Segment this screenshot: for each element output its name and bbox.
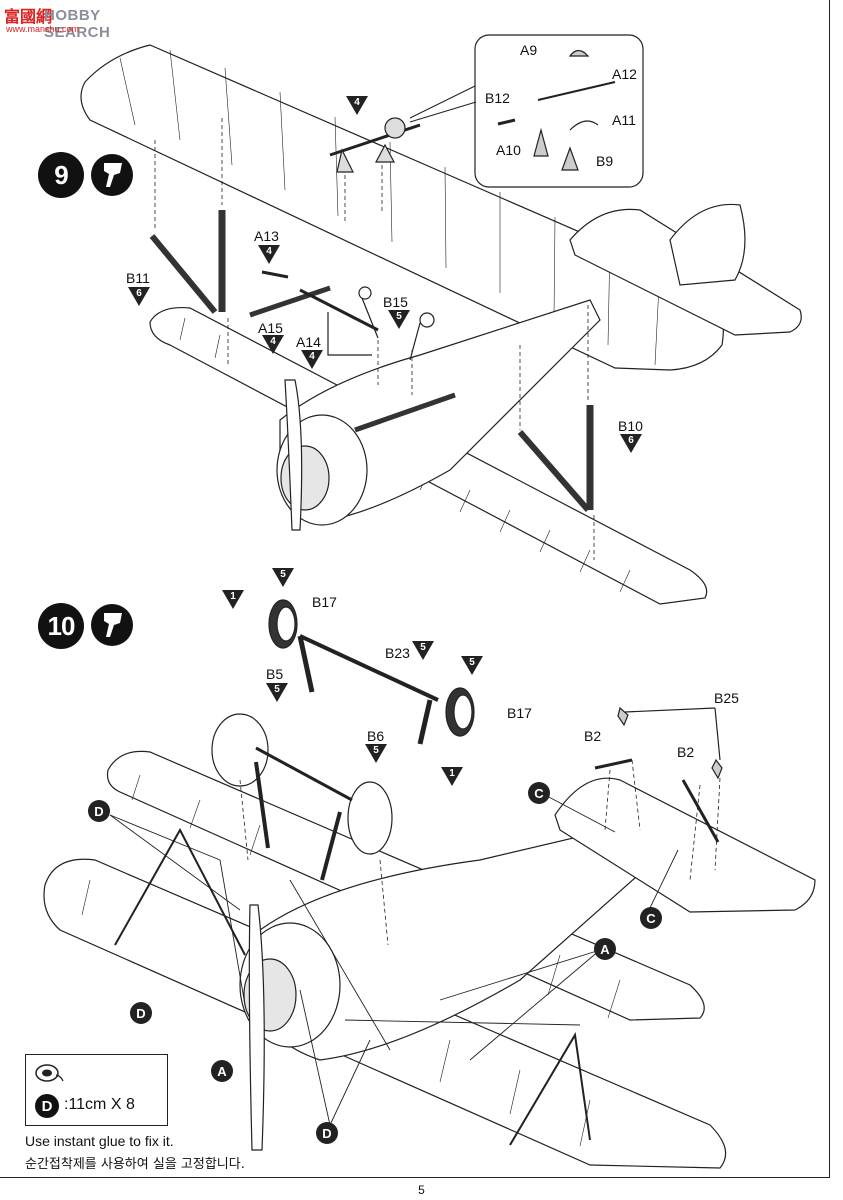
page-border <box>0 0 830 1178</box>
part-label-a12: A12 <box>612 66 637 82</box>
part-label-b2-left: B2 <box>584 728 602 744</box>
part-qty-badge: 6 <box>620 434 642 453</box>
step-number-9: 9 <box>38 152 84 198</box>
part-qty-badge-text: 5 <box>280 569 286 580</box>
thread-letter-d: D <box>35 1094 59 1118</box>
step-number-10-text: 10 <box>47 610 76 641</box>
part-label-b5: B5 <box>266 666 284 682</box>
part-qty-badge: 5 <box>461 656 483 675</box>
part-label-b9: B9 <box>596 153 614 169</box>
thread-note-box: D :11cm X 8 <box>25 1054 168 1126</box>
thread-spool-icon <box>35 1064 64 1082</box>
side-badge-text: 1 <box>449 768 455 779</box>
part-label-a13: A13 <box>254 228 279 244</box>
rigging-marker-c-text: C <box>534 785 544 801</box>
propeller-step9 <box>284 379 303 531</box>
part-qty-badge-text: 4 <box>270 336 276 347</box>
part-qty-badge-text: 4 <box>266 246 272 257</box>
rigging-marker-d-text: D <box>136 1005 146 1021</box>
rigging-marker-c: C <box>640 907 662 929</box>
rigging-marker-d: D <box>130 1002 152 1024</box>
rigging-marker-a: A <box>211 1060 233 1082</box>
part-qty-badge-text: 4 <box>354 97 360 108</box>
part-label-b10: B10 <box>618 418 643 434</box>
rigging-marker-a: A <box>594 938 616 960</box>
part-qty-badge-text: 6 <box>136 288 142 299</box>
side-badge: 1 <box>222 590 244 609</box>
axle-b23 <box>299 634 439 702</box>
watermark: 富國網 HOBBY SEARCH www.manshu.com <box>4 3 164 41</box>
part-qty-badge-text: 6 <box>628 435 634 446</box>
part-qty-badge-text: 5 <box>373 745 379 756</box>
instruction-english: Use instant glue to fix it. <box>25 1133 174 1149</box>
rigging-marker-d-text: D <box>94 803 104 819</box>
rigging-marker-a-text: A <box>600 941 610 957</box>
thread-letter-d-text: D <box>41 1097 53 1115</box>
page-number: 5 <box>418 1183 425 1197</box>
part-qty-badge: 5 <box>272 568 294 587</box>
detail-inset-box <box>474 34 644 188</box>
part-label-b17-right: B17 <box>507 705 532 721</box>
watermark-en: HOBBY SEARCH <box>44 7 111 41</box>
part-qty-badge-text: 5 <box>420 642 426 653</box>
part-qty-badge: 5 <box>388 310 410 329</box>
part-qty-badge-text: 5 <box>469 657 475 668</box>
part-qty-badge: 4 <box>262 335 284 354</box>
rigging-marker-d: D <box>316 1122 338 1144</box>
strut-b2-right <box>681 779 720 843</box>
part-qty-badge: 4 <box>301 350 323 369</box>
part-qty-badge: 5 <box>365 744 387 763</box>
strut-b10 <box>517 430 591 512</box>
strut-b2-left <box>594 758 633 770</box>
rigging-marker-a-text: A <box>217 1063 227 1079</box>
side-badge-text: 1 <box>230 591 236 602</box>
instruction-korean: 순간접착제를 사용하여 실을 고정합니다. <box>25 1157 245 1172</box>
side-badge: 1 <box>441 767 463 786</box>
part-label-b15: B15 <box>383 294 408 310</box>
part-label-a9: A9 <box>520 42 538 58</box>
part-qty-badge-text: 5 <box>396 311 402 322</box>
rigging-marker-d-text: D <box>322 1125 332 1141</box>
part-qty-badge-text: 5 <box>274 684 280 695</box>
part-label-b25: B25 <box>714 690 739 706</box>
part-label-b11: B11 <box>126 270 150 286</box>
glue-icon <box>91 604 133 646</box>
step-number-10: 10 <box>38 603 84 649</box>
part-label-a11: A11 <box>612 112 636 128</box>
upper-wing-step9 <box>80 44 724 371</box>
strut-b11 <box>149 234 218 314</box>
part-qty-badge: 6 <box>128 287 150 306</box>
part-label-b12: B12 <box>485 90 510 106</box>
rigging-marker-c-text: C <box>646 910 656 926</box>
part-qty-badge: 4 <box>258 245 280 264</box>
thread-length-text: :11cm X 8 <box>64 1096 135 1113</box>
part-label-a15: A15 <box>258 320 283 336</box>
rigging-marker-d: D <box>88 800 110 822</box>
part-qty-badge: 5 <box>412 641 434 660</box>
part-qty-badge: 4 <box>346 96 368 115</box>
part-label-a10: A10 <box>496 142 521 158</box>
part-qty-badge-text: 4 <box>309 351 315 362</box>
fin-step9 <box>669 203 746 286</box>
part-label-b17-left: B17 <box>312 594 337 610</box>
watermark-url: www.manshu.com <box>6 24 80 34</box>
part-label-b6: B6 <box>367 728 385 744</box>
tailplane-step10 <box>554 777 816 913</box>
watermark-cn: 富國網 <box>4 7 53 26</box>
rigging-marker-c: C <box>528 782 550 804</box>
part-label-a14: A14 <box>296 334 321 350</box>
propeller-step10 <box>248 904 265 1151</box>
part-label-b23: B23 <box>385 645 410 661</box>
part-label-b2-right: B2 <box>677 744 695 760</box>
part-qty-badge: 5 <box>266 683 288 702</box>
step-number-9-text: 9 <box>54 159 69 190</box>
glue-icon <box>91 154 133 196</box>
